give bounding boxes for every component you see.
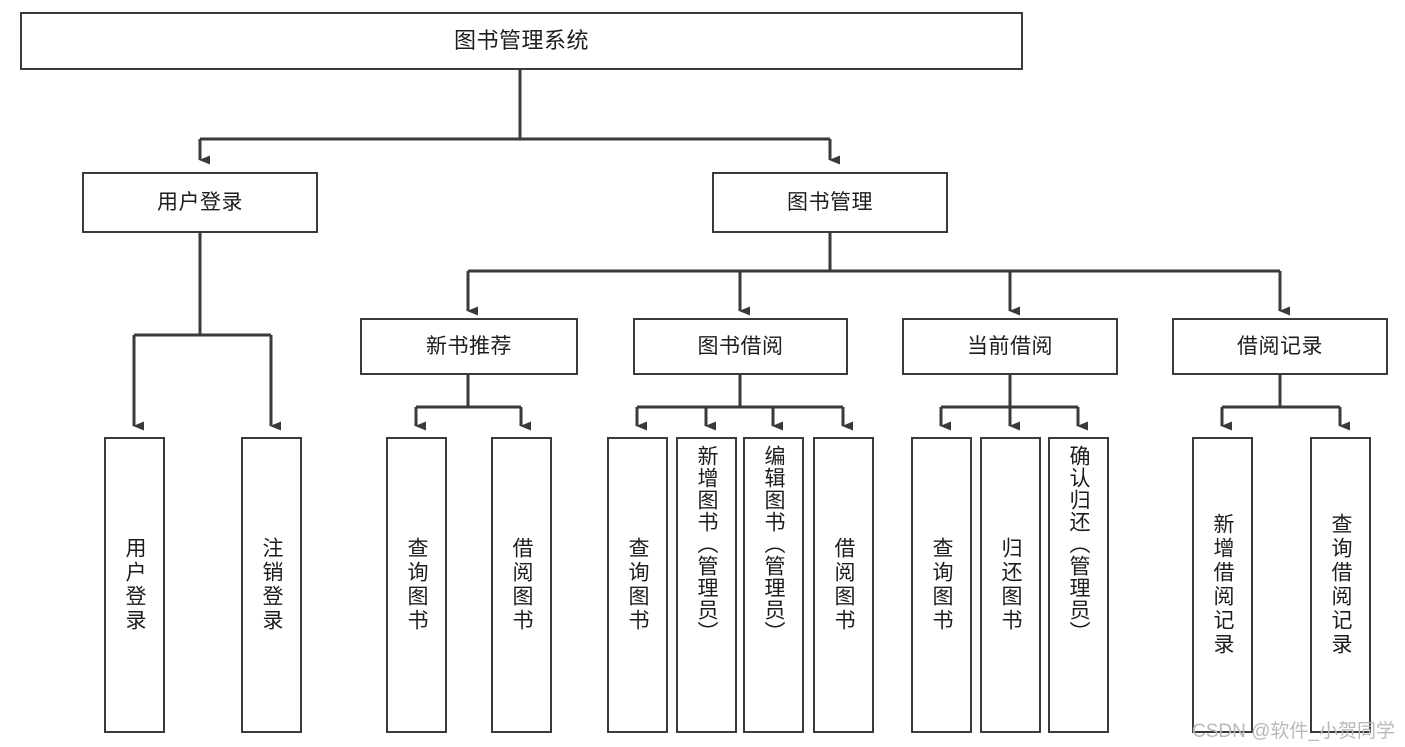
leaf-new-book-query-book-label: 查询图书 [405, 537, 428, 633]
connector-book-manage-to-level2 [466, 233, 1290, 316]
leaf-current-borrow-query-book-label: 查询图书 [930, 537, 953, 633]
leaf-current-borrow-return-book[interactable]: 归还图书 [980, 437, 1041, 733]
leaf-borrow-record-query-record-label: 查询借阅记录 [1329, 513, 1352, 657]
node-book-management-label: 图书管理 [787, 190, 873, 214]
connector-new-book-to-leaves [414, 375, 531, 431]
leaf-book-borrow-query-book-label: 查询图书 [626, 537, 649, 633]
connector-book-borrow-to-leaves [635, 375, 853, 431]
leaf-current-borrow-return-book-label: 归还图书 [999, 537, 1022, 633]
leaf-borrow-record-query-record[interactable]: 查询借阅记录 [1310, 437, 1371, 733]
connector-user-login-to-leaves [132, 233, 281, 431]
leaf-book-borrow-edit-book-admin[interactable]: 编辑图书（管理员） [743, 437, 804, 733]
leaf-new-book-borrow-book[interactable]: 借阅图书 [491, 437, 552, 733]
leaf-user-login-logout[interactable]: 注销登录 [241, 437, 302, 733]
node-book-management[interactable]: 图书管理 [712, 172, 948, 233]
leaf-book-borrow-edit-book-admin-label: 编辑图书（管理员） [762, 445, 785, 643]
node-book-borrow[interactable]: 图书借阅 [633, 318, 848, 375]
node-root-book-management-system[interactable]: 图书管理系统 [20, 12, 1023, 70]
node-new-book-recommend-label: 新书推荐 [426, 334, 512, 358]
connector-root-to-level1 [198, 70, 840, 165]
node-current-borrow-label: 当前借阅 [967, 334, 1053, 358]
leaf-book-borrow-add-book-admin-label: 新增图书（管理员） [695, 445, 718, 643]
leaf-current-borrow-confirm-return-admin-label: 确认归还（管理员） [1067, 445, 1090, 643]
node-current-borrow[interactable]: 当前借阅 [902, 318, 1118, 375]
connector-borrow-record-to-leaves [1220, 375, 1350, 431]
leaf-user-login-login[interactable]: 用户登录 [104, 437, 165, 733]
node-borrow-record-label: 借阅记录 [1237, 334, 1323, 358]
node-borrow-record[interactable]: 借阅记录 [1172, 318, 1388, 375]
leaf-user-login-logout-label: 注销登录 [260, 537, 283, 633]
leaf-book-borrow-borrow-book-label: 借阅图书 [832, 537, 855, 633]
leaf-user-login-login-label: 用户登录 [123, 537, 146, 633]
node-user-login[interactable]: 用户登录 [82, 172, 318, 233]
node-book-borrow-label: 图书借阅 [697, 334, 784, 358]
leaf-borrow-record-add-record[interactable]: 新增借阅记录 [1192, 437, 1253, 733]
connector-current-borrow-to-leaves [939, 375, 1088, 431]
leaf-current-borrow-confirm-return-admin[interactable]: 确认归还（管理员） [1048, 437, 1109, 733]
leaf-current-borrow-query-book[interactable]: 查询图书 [911, 437, 972, 733]
node-new-book-recommend[interactable]: 新书推荐 [360, 318, 578, 375]
leaf-new-book-query-book[interactable]: 查询图书 [386, 437, 447, 733]
leaf-new-book-borrow-book-label: 借阅图书 [510, 537, 533, 633]
leaf-borrow-record-add-record-label: 新增借阅记录 [1211, 513, 1234, 657]
node-user-login-label: 用户登录 [157, 190, 243, 214]
leaf-book-borrow-add-book-admin[interactable]: 新增图书（管理员） [676, 437, 737, 733]
node-root-label: 图书管理系统 [453, 27, 589, 53]
leaf-book-borrow-borrow-book[interactable]: 借阅图书 [813, 437, 874, 733]
leaf-book-borrow-query-book[interactable]: 查询图书 [607, 437, 668, 733]
